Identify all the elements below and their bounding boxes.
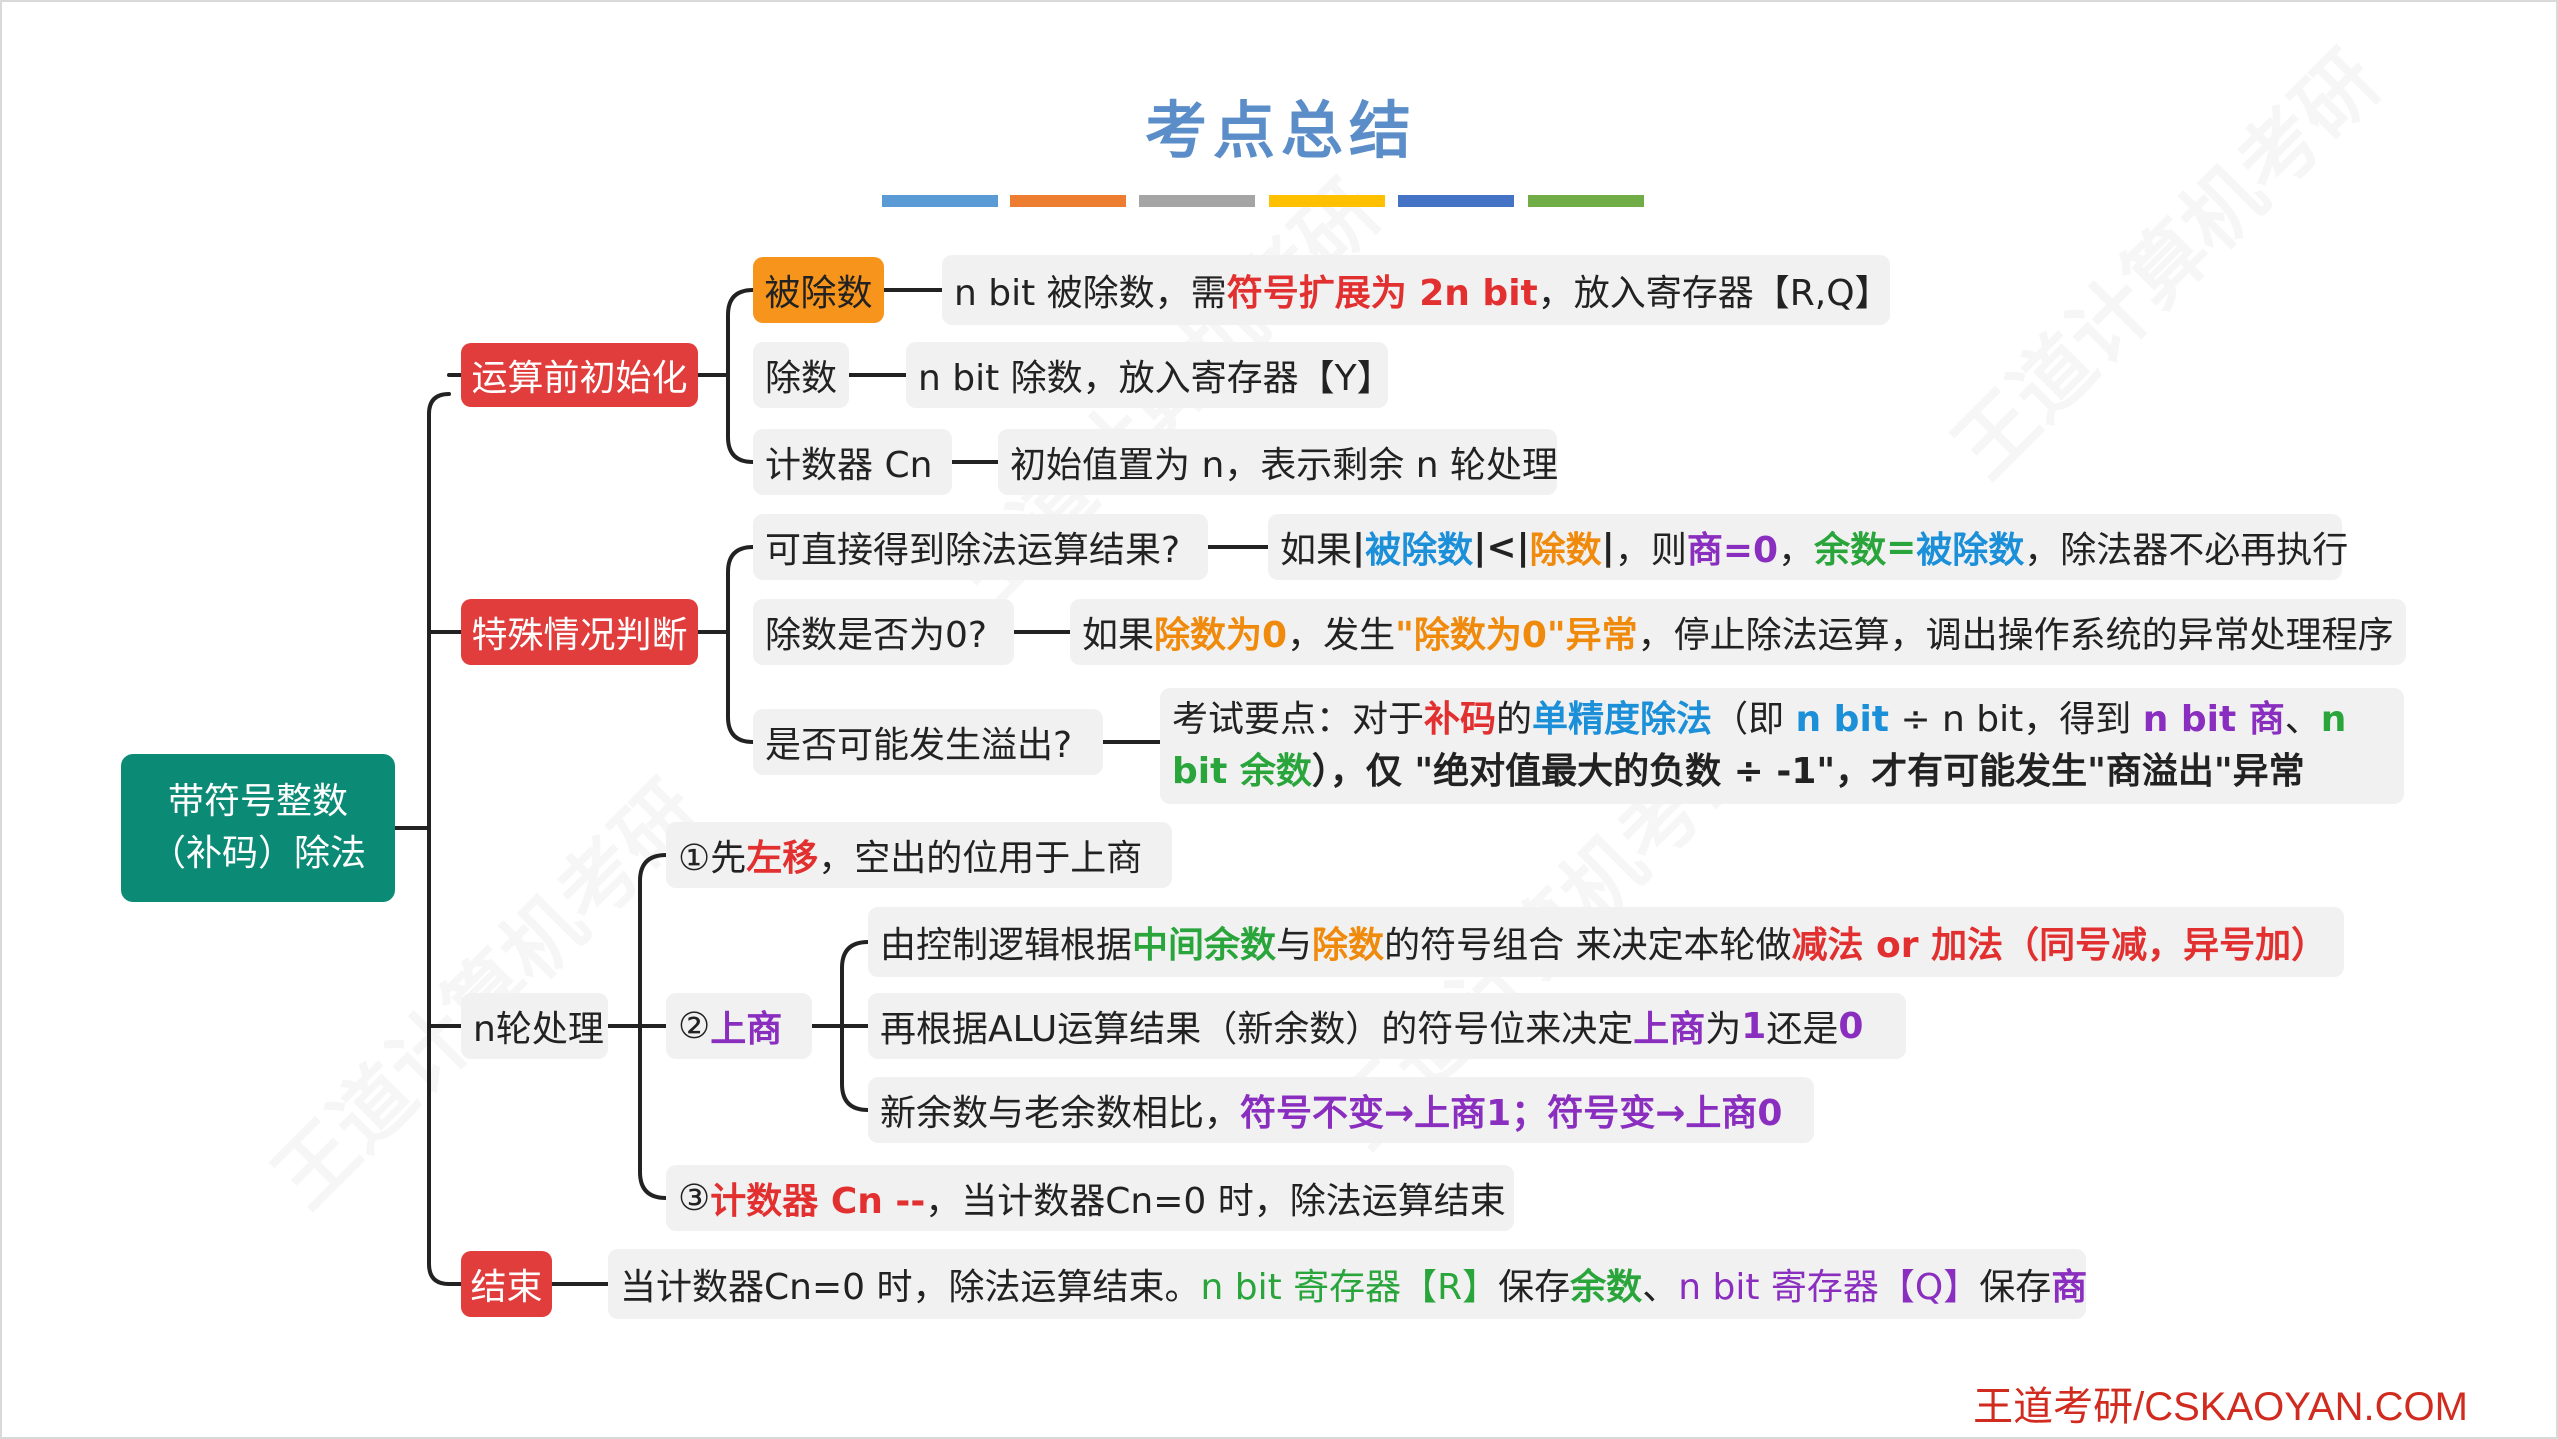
color-bar-4 bbox=[1269, 195, 1385, 207]
text-span: ② bbox=[678, 1005, 711, 1047]
rounds-step2-item-2: 再根据ALU运算结果（新余数）的符号位来决定上商为 1 还是 0 bbox=[868, 993, 1906, 1059]
init-counter: 计数器 Cn bbox=[753, 429, 952, 495]
text-span: ÷ n bit，得到 bbox=[1889, 698, 2143, 740]
rounds-step2-item-1: 由控制逻辑根据中间余数与除数的符号组合 来决定本轮做减法 or 加法（同号减，异… bbox=[868, 907, 2344, 977]
text-span: |<| bbox=[1473, 526, 1530, 568]
init-dividend-detail: n bit 被除数，需符号扩展为 2n bit，放入寄存器【R,Q】 bbox=[942, 255, 1891, 325]
text-span: = bbox=[1886, 526, 1917, 568]
branch-special: 特殊情况判断 bbox=[461, 599, 698, 665]
text-span: 考试要点：对于 bbox=[1172, 698, 1425, 740]
text-span: 的 bbox=[1496, 698, 1533, 740]
text-span: 除数 bbox=[1529, 530, 1602, 571]
text-span: 保存 bbox=[1498, 1267, 1571, 1308]
text-span: ③ bbox=[678, 1177, 711, 1219]
text-span: ，停止除法运算，调出操作系统的异常处理程序 bbox=[1637, 615, 2394, 656]
text-span: "除数为0"异常 bbox=[1395, 615, 1638, 656]
text-span: 的符号组合 来决定本轮做 bbox=[1384, 925, 1792, 966]
text-span: 补码 bbox=[1424, 698, 1497, 740]
text-span: n bit 商 bbox=[2142, 698, 2285, 740]
text-span: 符号不变→上商1；符号变→上商0 bbox=[1240, 1093, 1783, 1134]
special-direct: 可直接得到除法运算结果? bbox=[753, 514, 1208, 580]
root-node: 带符号整数 （补码）除法 bbox=[121, 754, 395, 902]
text-span: 为 bbox=[1705, 1009, 1742, 1050]
text-span: ①先 bbox=[678, 838, 747, 879]
text-span: 左移 bbox=[746, 838, 819, 879]
rounds-step1: ①先 左移，空出的位用于上商 bbox=[666, 822, 1172, 888]
init-dividend: 被除数 bbox=[753, 257, 884, 323]
text-span: 再根据ALU运算结果（新余数）的符号位来决定 bbox=[880, 1009, 1634, 1050]
color-bar-1 bbox=[882, 195, 998, 207]
color-bar-3 bbox=[1139, 195, 1255, 207]
text-span: ，放入寄存器【R,Q】 bbox=[1537, 273, 1891, 314]
text-span: | bbox=[1601, 526, 1615, 568]
text-span: 除数 bbox=[1312, 925, 1385, 966]
text-span: 还是 bbox=[1766, 1009, 1839, 1050]
text-span: 商=0 bbox=[1686, 530, 1779, 571]
special-zero: 除数是否为0? bbox=[753, 599, 1014, 665]
text-span: 如果 bbox=[1082, 615, 1155, 656]
text-span: n bit 被除数，需 bbox=[954, 273, 1227, 314]
text-span: 上商 bbox=[710, 1009, 783, 1050]
text-span: 1 bbox=[1741, 1005, 1767, 1047]
text-span: 余数 bbox=[1814, 530, 1887, 571]
text-span: ， bbox=[1778, 530, 1815, 571]
special-overflow-detail: 考试要点：对于补码的单精度除法（即 n bit ÷ n bit，得到 n bit… bbox=[1160, 688, 2404, 804]
text-span: ，发生 bbox=[1287, 615, 1396, 656]
footer-brand: 王道考研/CSKAOYAN.COM bbox=[1973, 1385, 2468, 1429]
text-span: 、 bbox=[1642, 1267, 1679, 1308]
special-overflow: 是否可能发生溢出? bbox=[753, 709, 1103, 775]
text-span: 当计数器Cn=0 时，除法运算结束。 bbox=[620, 1267, 1201, 1308]
text-span: 如果 bbox=[1280, 530, 1353, 571]
text-span: | bbox=[1352, 526, 1366, 568]
text-span: 被除数 bbox=[1916, 530, 2025, 571]
text-span: 上商 bbox=[1633, 1009, 1706, 1050]
text-span: 余数 bbox=[1570, 1267, 1643, 1308]
text-span: 商 bbox=[2051, 1267, 2088, 1308]
special-direct-detail: 如果 |被除数|<|除数|，则 商=0，余数=被除数，除法器不必再执行 bbox=[1268, 514, 2348, 580]
text-span: ，当计数器Cn=0 时，除法运算结束 bbox=[925, 1181, 1506, 1222]
rounds-step3: ③ 计数器 Cn --，当计数器Cn=0 时，除法运算结束 bbox=[666, 1165, 1514, 1231]
init-divisor-detail: n bit 除数，放入寄存器【Y】 bbox=[906, 342, 1393, 408]
text-span: n bit 余数 bbox=[1172, 698, 2347, 792]
text-span: 新余数与老余数相比， bbox=[880, 1093, 1241, 1134]
rounds-step2: ② 上商 bbox=[666, 993, 812, 1059]
text-span: ，空出的位用于上商 bbox=[818, 838, 1143, 879]
text-span: 中间余数 bbox=[1132, 925, 1277, 966]
text-span: ），仅 "绝对值最大的负数 ÷ -1"，才有可能发生"商溢出"异常 bbox=[1311, 751, 2305, 792]
color-bar-2 bbox=[1010, 195, 1126, 207]
text-span: 计数器 Cn -- bbox=[710, 1181, 926, 1222]
text-span: 由控制逻辑根据 bbox=[880, 925, 1133, 966]
text-span: 被除数 bbox=[1365, 530, 1474, 571]
text-span: n bit bbox=[1795, 698, 1889, 740]
text-span: 单精度除法 bbox=[1532, 698, 1713, 740]
text-span: 减法 or 加法（同号减，异号加） bbox=[1791, 925, 2328, 966]
text-span: n bit 寄存器【Q】 bbox=[1678, 1267, 1980, 1308]
text-span: 除数为0 bbox=[1154, 615, 1288, 656]
end-detail: 当计数器Cn=0 时，除法运算结束。n bit 寄存器【R】保存余数、 n bi… bbox=[608, 1249, 2088, 1319]
branch-init: 运算前初始化 bbox=[461, 343, 698, 407]
page-title: 考点总结 bbox=[1144, 94, 1417, 167]
color-bar-5 bbox=[1398, 195, 1514, 207]
rounds-step2-item-3: 新余数与老余数相比，符号不变→上商1；符号变→上商0 bbox=[868, 1077, 1814, 1143]
init-counter-detail: 初始值置为 n，表示剩余 n 轮处理 bbox=[998, 429, 1558, 495]
text-span: ，除法器不必再执行 bbox=[2024, 530, 2349, 571]
text-span: （即 bbox=[1712, 698, 1796, 740]
text-span: 符号扩展为 2n bit bbox=[1226, 273, 1538, 314]
color-bar-6 bbox=[1528, 195, 1644, 207]
root-line-2: （补码）除法 bbox=[149, 833, 366, 874]
root-line-1: 带符号整数 bbox=[167, 780, 348, 822]
text-span: n bit 寄存器【R】 bbox=[1200, 1267, 1499, 1308]
special-zero-detail: 如果除数为0，发生"除数为0"异常，停止除法运算，调出操作系统的异常处理程序 bbox=[1070, 599, 2406, 665]
text-span: ，则 bbox=[1614, 530, 1687, 571]
branch-rounds: n轮处理 bbox=[461, 993, 608, 1059]
branch-end: 结束 bbox=[461, 1251, 552, 1317]
init-divisor: 除数 bbox=[753, 342, 849, 408]
text-span: 0 bbox=[1838, 1005, 1864, 1047]
text-span: 保存 bbox=[1979, 1267, 2052, 1308]
text-span: 与 bbox=[1276, 925, 1313, 966]
text-span: 、 bbox=[2284, 698, 2321, 740]
